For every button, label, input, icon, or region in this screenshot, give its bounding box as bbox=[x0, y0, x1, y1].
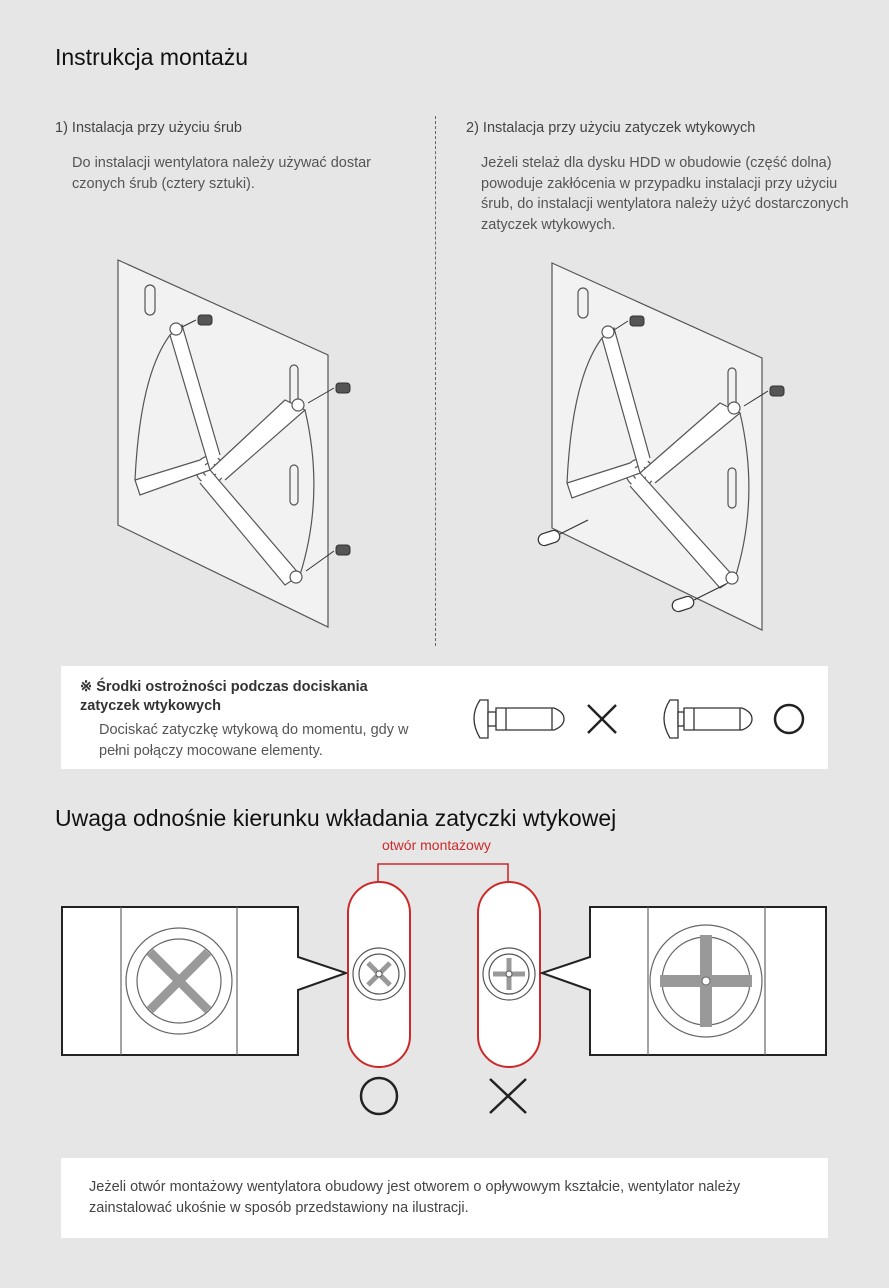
fan-screw-illustration bbox=[117, 259, 351, 628]
mounting-hole-label: otwór montażowy bbox=[382, 837, 491, 853]
note-text: Jeżeli otwór montażowy wentylatora obudo… bbox=[89, 1179, 741, 1216]
caution-heading: ※ Środki ostrożności podczas dociskania … bbox=[80, 678, 420, 716]
pushpin-incorrect-illustration bbox=[473, 699, 565, 739]
cross-mark-icon bbox=[489, 1078, 527, 1114]
orientation-diagram bbox=[61, 863, 827, 1116]
circle-mark-icon bbox=[359, 1076, 399, 1116]
caution-body: Dociskać zatyczkę wtykową do momentu, gd… bbox=[99, 722, 409, 759]
section1-body: Do instalacji wentylatora należy używać … bbox=[72, 155, 371, 192]
section2-heading: 2) Instalacja przy użyciu zatyczek wtyko… bbox=[466, 120, 756, 136]
caution-title: Środki ostrożności podczas dociskania za… bbox=[80, 679, 368, 714]
section-divider bbox=[435, 116, 436, 646]
section1-heading: 1) Instalacja przy użyciu śrub bbox=[55, 120, 242, 136]
cross-mark-icon bbox=[587, 704, 617, 734]
orientation-title: Uwaga odnośnie kierunku wkładania zatycz… bbox=[55, 805, 617, 831]
page-title: Instrukcja montażu bbox=[55, 44, 249, 70]
reference-mark: ※ bbox=[80, 679, 93, 695]
section2-body: Jeżeli stelaż dla dysku HDD w obudowie (… bbox=[481, 155, 849, 233]
pushpin-correct-illustration bbox=[663, 699, 753, 739]
fan-pushpin-illustration bbox=[537, 262, 785, 631]
circle-mark-icon bbox=[773, 703, 805, 735]
note-panel bbox=[61, 1158, 828, 1238]
